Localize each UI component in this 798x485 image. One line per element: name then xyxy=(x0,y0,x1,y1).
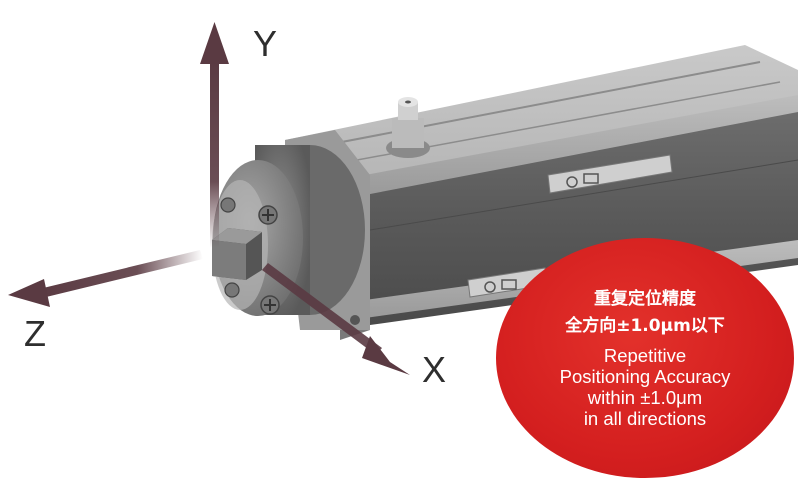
z-axis-label: Z xyxy=(24,313,46,354)
badge-en-line-2: Positioning Accuracy xyxy=(559,366,731,387)
badge-jp-line-2: 全方向±1.0μm以下 xyxy=(565,316,725,336)
grease-nipple xyxy=(386,97,430,158)
x-axis-label: X xyxy=(422,349,447,390)
z-axis-arrow xyxy=(8,250,203,307)
y-axis-arrow xyxy=(200,22,229,248)
badge-en-line-4: in all directions xyxy=(583,408,707,429)
output-shaft xyxy=(212,228,262,280)
x-axis-arrow xyxy=(262,263,410,375)
accuracy-badge: 重复定位精度 全方向±1.0μm以下 Repetitive Positionin… xyxy=(496,238,794,478)
sensor-slot-upper xyxy=(547,154,673,194)
badge-en-line-3: within ±1.0μm xyxy=(587,387,703,408)
badge-jp-line-1: 重复定位精度 xyxy=(594,289,696,309)
y-axis-label: Y xyxy=(253,23,278,64)
badge-en-line-1: Repetitive xyxy=(603,345,687,366)
